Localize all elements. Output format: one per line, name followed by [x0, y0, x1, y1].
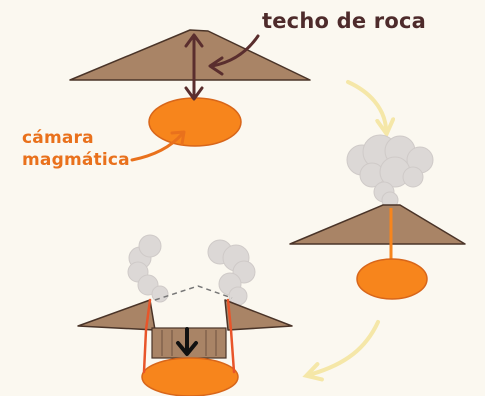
flow-arrow-1	[346, 80, 396, 138]
magma-chamber	[148, 97, 242, 147]
magma-chamber-label: cámara magmática	[22, 127, 130, 171]
magma-chamber-stage-3	[141, 357, 239, 396]
collapse-striations	[161, 330, 217, 356]
roof-thickness-arrow	[184, 33, 204, 101]
volcano-cone	[289, 204, 466, 245]
stage-3-caldera	[77, 234, 293, 396]
magma-chamber-label-line-1: cámara	[22, 128, 94, 148]
caldera-rim-right	[224, 299, 293, 331]
smoke-plume-right	[207, 239, 256, 306]
smoke-plume-left	[127, 234, 169, 303]
magma-chamber-stage-2	[356, 258, 428, 300]
caldera-rim-left	[77, 299, 156, 331]
former-summit-outline	[154, 285, 233, 301]
roof-label-pointer	[208, 34, 260, 76]
ring-fault-right	[226, 298, 236, 374]
flow-arrow-2	[302, 320, 380, 382]
collapse-arrow-icon	[176, 327, 198, 356]
rock-roof	[69, 29, 311, 81]
smoke-plume	[346, 134, 434, 209]
chamber-label-pointer	[130, 130, 186, 162]
ring-fault-left	[142, 298, 152, 374]
stage-2-eruption	[289, 134, 466, 300]
magma-chamber-label-line-2: magmática	[22, 150, 130, 170]
stage-1-volcano	[69, 29, 311, 162]
rock-roof-label: techo de roca	[262, 9, 427, 33]
